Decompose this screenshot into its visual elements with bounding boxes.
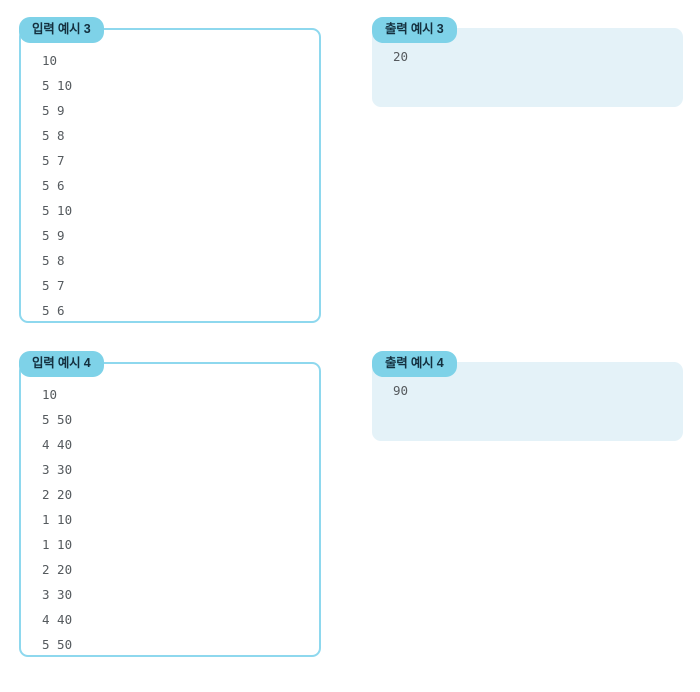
input-example-4-badge: 입력 예시 4 <box>19 351 104 377</box>
input-example-3-content: 10 5 10 5 9 5 8 5 7 5 6 5 10 5 9 5 8 5 7… <box>42 53 73 318</box>
output-example-3-content: 20 <box>393 49 409 64</box>
output-example-4-badge: 출력 예시 4 <box>372 351 457 377</box>
output-example-4-content: 90 <box>393 383 409 398</box>
output-example-3-badge: 출력 예시 3 <box>372 17 457 43</box>
input-example-4-content: 10 5 50 4 40 3 30 2 20 1 10 1 10 2 20 3 … <box>42 387 73 652</box>
input-example-4-box: 10 5 50 4 40 3 30 2 20 1 10 1 10 2 20 3 … <box>19 362 321 657</box>
input-example-3-box: 10 5 10 5 9 5 8 5 7 5 6 5 10 5 9 5 8 5 7… <box>19 28 321 323</box>
input-example-3-badge: 입력 예시 3 <box>19 17 104 43</box>
